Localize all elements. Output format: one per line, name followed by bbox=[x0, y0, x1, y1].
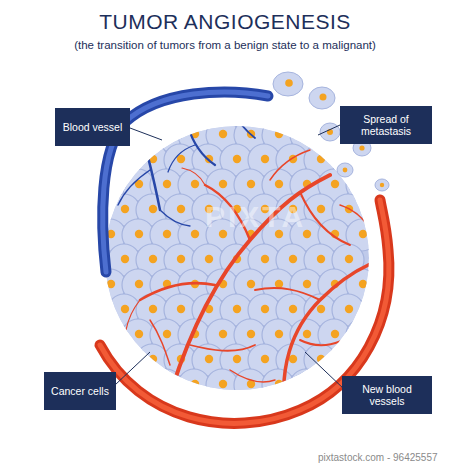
callout-box: New blood vessels bbox=[342, 376, 432, 414]
callout-text: New blood vessels bbox=[347, 383, 427, 407]
callout-text: Blood vessel bbox=[63, 121, 123, 133]
callout-box: Spread of metastasis bbox=[340, 106, 432, 144]
callout-text-group: New blood vessels bbox=[347, 383, 427, 407]
callout-box: Cancer cells bbox=[44, 372, 116, 410]
leader-lines bbox=[115, 125, 345, 390]
subtitle: (the transition of tumors from a benign … bbox=[0, 39, 450, 51]
watermark-id: pixtastock.com - 96425557 bbox=[318, 452, 438, 463]
callout-text-group: Blood vessel bbox=[63, 121, 123, 133]
callout-text-group: Cancer cells bbox=[51, 385, 109, 397]
callout-text-group: Spread of metastasis bbox=[345, 113, 427, 137]
new-blood-vessels bbox=[126, 150, 375, 410]
cancer-cell-mass bbox=[94, 100, 378, 410]
watermark: PIXTA bbox=[205, 200, 306, 234]
callout-text: Cancer cells bbox=[51, 385, 109, 397]
callout-text: Spread of metastasis bbox=[345, 113, 427, 137]
callout-box: Blood vessel bbox=[55, 108, 130, 146]
diagram-title: TUMOR ANGIOGENESIS bbox=[0, 10, 450, 34]
